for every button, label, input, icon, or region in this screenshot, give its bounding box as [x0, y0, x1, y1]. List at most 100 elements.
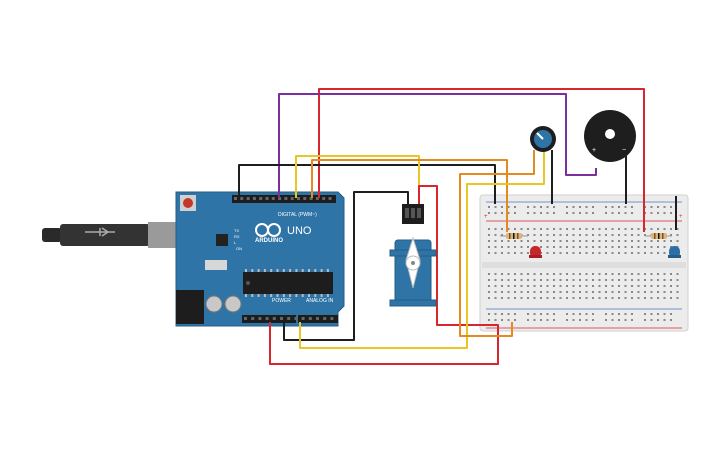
breadboard-hole [663, 291, 666, 293]
wire-orange-top [311, 159, 508, 232]
breadboard-hole [624, 285, 627, 287]
capacitor-left [205, 295, 223, 313]
breadboard-hole [501, 252, 503, 254]
breadboard-hole [644, 291, 646, 293]
breadboard-hole [559, 240, 562, 242]
breadboard-hole [494, 313, 497, 315]
breadboard-hole [624, 319, 627, 321]
breadboard-hole [507, 297, 510, 299]
breadboard-hole [540, 279, 542, 281]
breadboard-hole [644, 313, 646, 315]
analog-header-label: ANALOG IN [306, 298, 334, 304]
crystal [205, 260, 227, 270]
breadboard-hole [572, 279, 575, 281]
breadboard-hole [618, 297, 620, 299]
breadboard-hole [501, 206, 503, 208]
breadboard-hole [676, 234, 679, 236]
breadboard-hole [566, 313, 568, 315]
breadboard-hole [572, 319, 575, 321]
breadboard-hole [624, 212, 627, 214]
breadboard-hole [663, 285, 666, 287]
chip-pin [326, 269, 329, 272]
breadboard-hole [585, 297, 588, 299]
breadboard-hole [605, 206, 607, 208]
breadboard-hole [637, 246, 640, 248]
breadboard-hole [657, 291, 659, 293]
breadboard-hole [624, 234, 627, 236]
buzzer-hole [605, 129, 615, 139]
breadboard-hole [644, 319, 646, 321]
breadboard-hole [546, 297, 549, 299]
breadboard-hole [514, 246, 516, 248]
breadboard-hole [520, 273, 523, 275]
breadboard-hole [533, 297, 536, 299]
potentiometer [530, 126, 556, 152]
breadboard-hole [618, 273, 620, 275]
breadboard-hole [488, 319, 490, 321]
chip-pin [301, 269, 304, 272]
breadboard-hole [488, 291, 490, 293]
breadboard-hole [566, 252, 568, 254]
breadboard-hole [598, 291, 601, 293]
breadboard-hole [514, 252, 516, 254]
breadboard-hole [527, 291, 529, 293]
power-header-strip [242, 315, 296, 323]
breadboard-hole [592, 285, 594, 287]
breadboard-hole [579, 206, 581, 208]
breadboard-hole [527, 234, 529, 236]
buzzer-plus-label: + [592, 147, 596, 154]
breadboard-hole [572, 313, 575, 315]
breadboard-hole [592, 228, 594, 230]
breadboard-hole [488, 285, 490, 287]
chip-pin [282, 269, 285, 272]
tx-label: TX [234, 228, 239, 233]
breadboard-hole [579, 297, 581, 299]
reset-button[interactable] [183, 198, 193, 208]
breadboard-hole [657, 246, 659, 248]
breadboard-hole [566, 240, 568, 242]
breadboard-hole [611, 252, 614, 254]
breadboard-hole [637, 228, 640, 230]
digital-header-strip [232, 195, 336, 203]
breadboard-hole [611, 279, 614, 281]
breadboard-hole [579, 228, 581, 230]
breadboard-hole [533, 285, 536, 287]
breadboard-hole [644, 273, 646, 275]
breadboard-hole [657, 206, 659, 208]
breadboard-hole [514, 285, 516, 287]
breadboard-hole [579, 234, 581, 236]
breadboard-hole [592, 252, 594, 254]
digital-pin-hole [309, 197, 313, 200]
arduino-board: DIGITAL (PWM~) POWER ANALOG IN ARDUINO U… [175, 191, 345, 327]
breadboard-hole [598, 246, 601, 248]
breadboard-hole [579, 313, 581, 315]
breadboard-hole [579, 212, 581, 214]
power-pin-hole [323, 317, 327, 320]
breadboard-hole [650, 212, 653, 214]
breadboard-hole [624, 313, 627, 315]
breadboard-hole [637, 252, 640, 254]
breadboard-hole [670, 279, 672, 281]
breadboard-hole [670, 273, 672, 275]
breadboard-hole [520, 291, 523, 293]
breadboard-hole [566, 297, 568, 299]
breadboard-hole [605, 246, 607, 248]
breadboard-hole [553, 279, 555, 281]
breadboard-hole [644, 234, 646, 236]
breadboard-hole [553, 228, 555, 230]
usb-connector-metal [148, 222, 178, 248]
breadboard-hole [546, 212, 549, 214]
breadboard-hole [546, 234, 549, 236]
breadboard-hole [553, 240, 555, 242]
breadboard-hole [566, 279, 568, 281]
digital-pin-hole [265, 197, 269, 200]
breadboard-hole [488, 206, 490, 208]
chip-pin [245, 294, 247, 297]
breadboard-hole [598, 252, 601, 254]
breadboard-hole [644, 252, 646, 254]
breadboard-hole [572, 228, 575, 230]
breadboard-hole [670, 297, 672, 299]
breadboard-hole [540, 228, 542, 230]
breadboard-hole [676, 228, 679, 230]
breadboard-hole [533, 319, 536, 321]
